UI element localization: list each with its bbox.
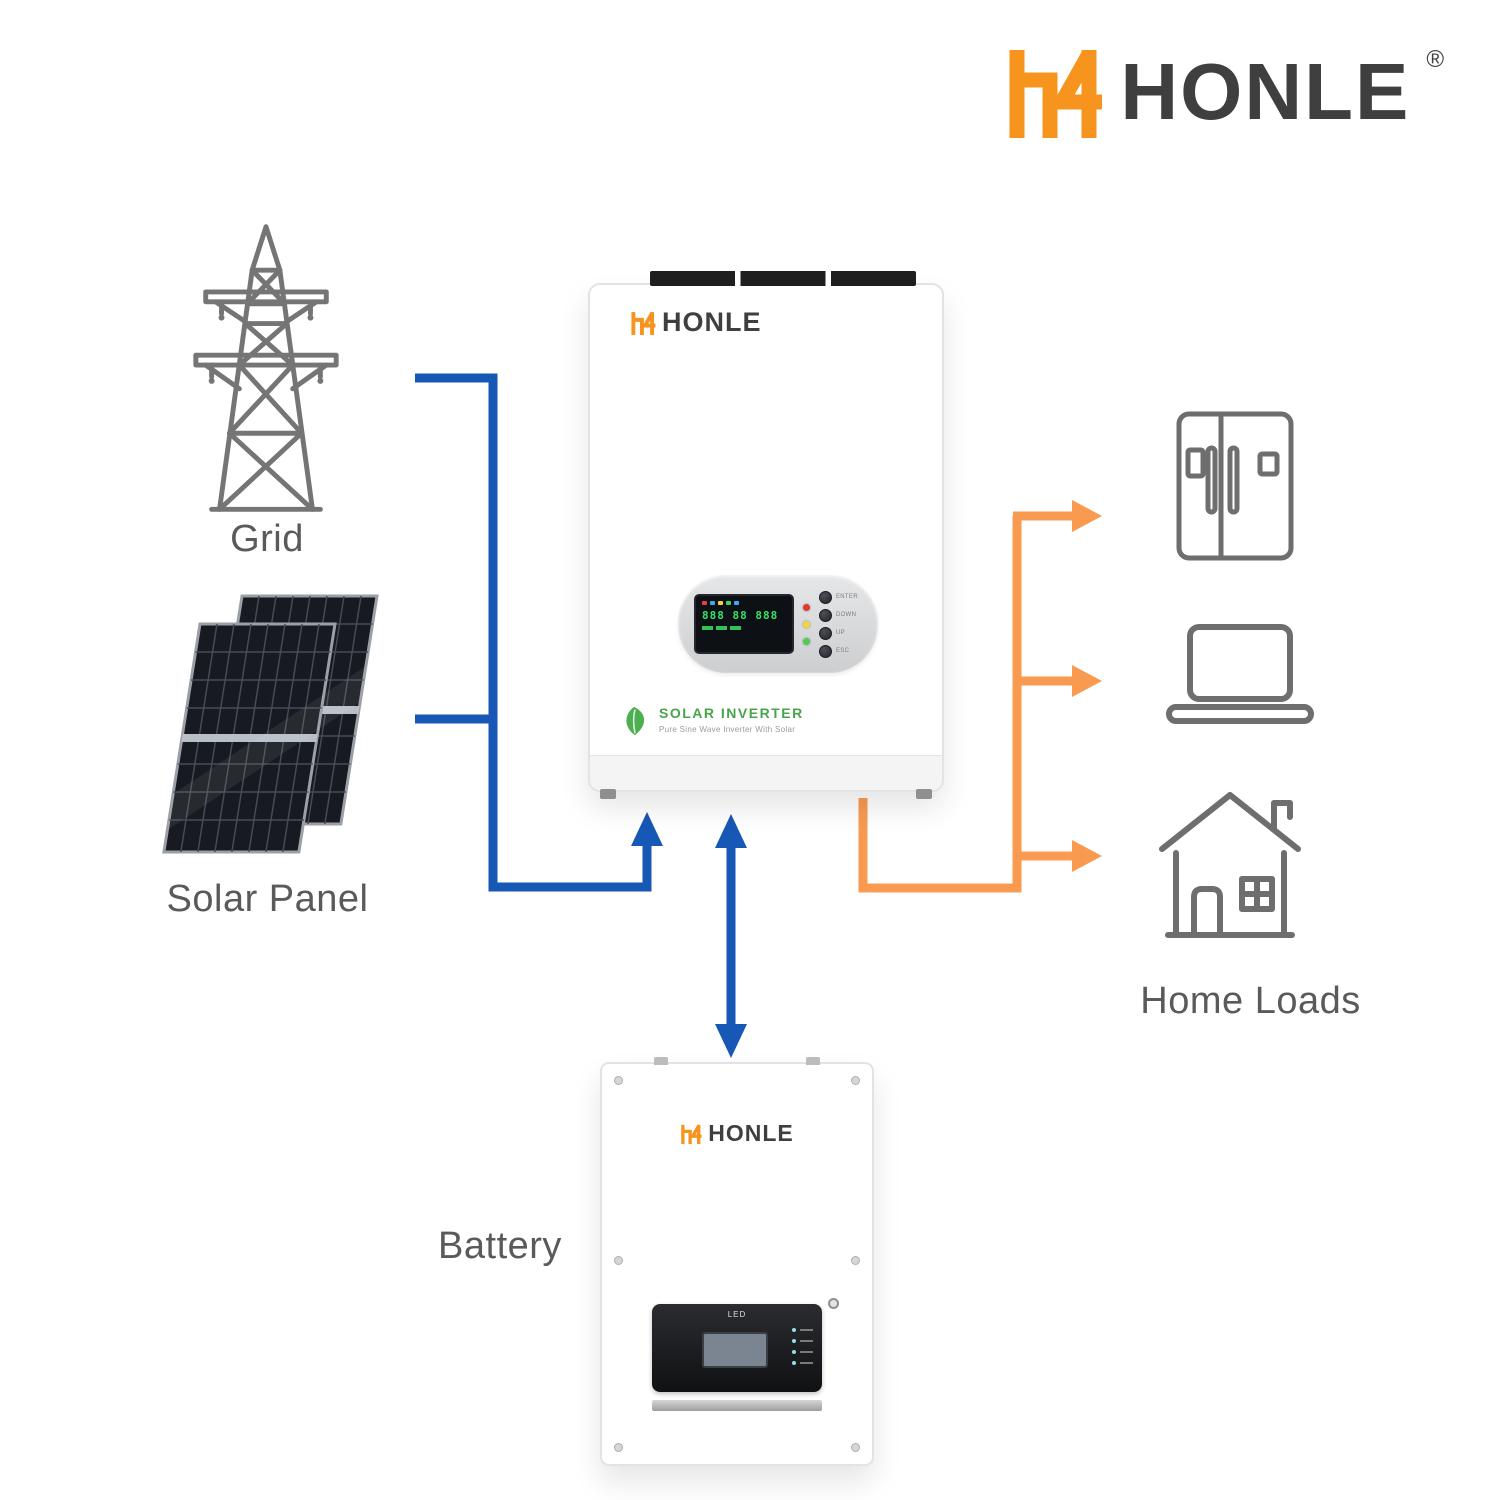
battery-panel-label: LED bbox=[727, 1310, 747, 1319]
screw bbox=[851, 1256, 860, 1265]
power-led bbox=[803, 637, 810, 645]
grid-solar-to-inverter-line bbox=[415, 373, 652, 892]
down-button-label: DOWN bbox=[836, 612, 857, 618]
inverter-lcd-display: 888 88 888 bbox=[694, 594, 794, 654]
up-button[interactable] bbox=[819, 626, 832, 640]
inverter-product-subtitle: Pure Sine Wave Inverter With Solar bbox=[659, 725, 796, 734]
battery-device: HONLE LED bbox=[600, 1057, 874, 1466]
inverter-brand-logo: HONLE bbox=[630, 309, 762, 336]
lcd-status-pixels bbox=[702, 601, 786, 605]
battery-metal-strip bbox=[652, 1400, 822, 1411]
charge-led bbox=[803, 620, 810, 628]
inverter-control-panel: 888 88 888 ENTER DOWN UP ESC bbox=[678, 575, 878, 673]
down-button[interactable] bbox=[819, 608, 832, 622]
battery-mount-right bbox=[806, 1057, 820, 1065]
battery-lcd-screen bbox=[702, 1332, 768, 1368]
solar-panel-icon bbox=[162, 594, 379, 854]
lcd-bars bbox=[702, 626, 786, 630]
screw bbox=[614, 1443, 623, 1452]
grid-label: Grid bbox=[230, 518, 304, 560]
battery-mount-left bbox=[654, 1057, 668, 1065]
inverter-base bbox=[590, 755, 942, 790]
laptop-icon bbox=[1166, 624, 1314, 724]
inverter-status-leds bbox=[803, 603, 810, 645]
solar-panel-label: Solar Panel bbox=[166, 878, 369, 920]
arrow-into-inverter bbox=[631, 812, 663, 846]
transmission-tower-icon bbox=[193, 224, 339, 512]
inverter-product-title: SOLAR INVERTER bbox=[659, 705, 804, 721]
inverter-vents bbox=[650, 271, 916, 286]
inverter-to-loads-line bbox=[858, 511, 1076, 893]
screw bbox=[614, 1256, 623, 1265]
battery-indicator-leds bbox=[792, 1328, 813, 1365]
enter-button[interactable] bbox=[819, 590, 832, 604]
battery-brand-mark-icon bbox=[681, 1124, 702, 1144]
arrow-down-to-battery bbox=[715, 1024, 747, 1058]
leaf-icon bbox=[626, 706, 645, 736]
registered-mark: ® bbox=[1426, 46, 1444, 73]
solar-inverter-device: HONLE 888 88 888 ENTER DOWN bbox=[588, 271, 944, 799]
house-icon bbox=[1159, 792, 1301, 938]
inverter-brand-name: HONLE bbox=[662, 307, 762, 337]
battery-power-button[interactable] bbox=[828, 1298, 839, 1309]
arrow-to-refrigerator bbox=[1072, 500, 1102, 532]
inverter-buttons: ENTER DOWN UP ESC bbox=[819, 590, 858, 658]
up-button-label: UP bbox=[836, 630, 845, 636]
battery-label: Battery bbox=[438, 1225, 562, 1267]
inverter-brand-mark-icon bbox=[631, 311, 656, 335]
screw bbox=[851, 1076, 860, 1085]
enter-button-label: ENTER bbox=[836, 594, 858, 600]
battery-display-panel: LED bbox=[652, 1304, 822, 1392]
arrow-up-to-inverter bbox=[715, 814, 747, 848]
arrow-to-laptop bbox=[1072, 665, 1102, 697]
inverter-foot-right bbox=[916, 789, 932, 799]
esc-button[interactable] bbox=[819, 644, 832, 658]
battery-brand-logo: HONLE bbox=[602, 1122, 872, 1145]
battery-brand-name: HONLE bbox=[708, 1120, 794, 1146]
lcd-digits: 888 88 888 bbox=[702, 609, 779, 622]
inverter-foot-left bbox=[600, 789, 616, 799]
brand-name: HONLE bbox=[1120, 47, 1411, 136]
inverter-product-title-block: SOLAR INVERTER Pure Sine Wave Inverter W… bbox=[620, 705, 804, 737]
brand-logo: HONLE ® bbox=[1004, 42, 1444, 142]
esc-button-label: ESC bbox=[836, 648, 850, 654]
fault-led bbox=[803, 603, 810, 611]
home-loads-label: Home Loads bbox=[1140, 980, 1361, 1022]
screw bbox=[614, 1076, 623, 1085]
screw bbox=[851, 1443, 860, 1452]
arrow-to-house bbox=[1072, 840, 1102, 872]
brand-mark-icon bbox=[1009, 50, 1103, 138]
refrigerator-icon bbox=[1176, 411, 1294, 561]
